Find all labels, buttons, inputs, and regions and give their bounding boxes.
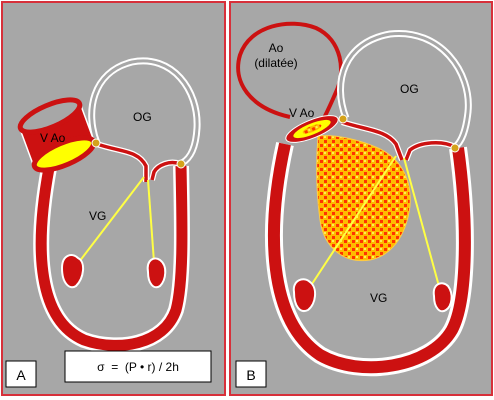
panel-a: V Ao OG VG A σ = (P • r) / 2h xyxy=(1,1,226,396)
annulus-dot-aortic xyxy=(91,138,101,148)
label-left-atrium: OG xyxy=(400,82,419,96)
left-ventricle-wall xyxy=(35,165,188,351)
papillary-muscle-right xyxy=(432,282,453,313)
papillary-muscle-right xyxy=(146,257,167,289)
label-aorta: Ao xyxy=(269,41,284,55)
left-ventricle-wall xyxy=(268,142,471,374)
label-left-ventricle: VG xyxy=(370,291,387,305)
label-aorta-dilated: (dilatée) xyxy=(254,56,297,70)
panel-a-letter-box xyxy=(5,360,37,388)
formula-box xyxy=(64,350,212,383)
chordae-anterior xyxy=(307,155,397,291)
papillary-muscle-left xyxy=(60,254,84,289)
panel-b: Ao (dilatée) V Ao OG VG B xyxy=(229,1,493,396)
label-left-atrium: OG xyxy=(133,110,152,124)
chordae-posterior xyxy=(403,157,441,291)
panel-a-background xyxy=(1,1,226,396)
annulus-dot-aortic xyxy=(338,114,348,124)
annulus-dot-mitral xyxy=(450,143,460,153)
regurgitant-jet xyxy=(316,135,411,262)
annulus-dot-mitral xyxy=(176,159,186,169)
panel-b-letter-box xyxy=(235,360,267,388)
dilated-aorta-outline xyxy=(236,21,344,119)
label-aortic-valve: V Ao xyxy=(289,106,315,120)
wall-stress-formula: σ = (P • r) / 2h xyxy=(97,360,179,374)
chordae-posterior xyxy=(147,179,155,263)
papillary-muscle-left xyxy=(292,278,316,312)
panel-a-letter: A xyxy=(16,367,26,383)
panel-b-letter: B xyxy=(246,367,255,383)
label-aortic-valve: V Ao xyxy=(40,131,66,145)
label-left-ventricle: VG xyxy=(89,209,106,223)
chordae-anterior xyxy=(78,176,145,263)
